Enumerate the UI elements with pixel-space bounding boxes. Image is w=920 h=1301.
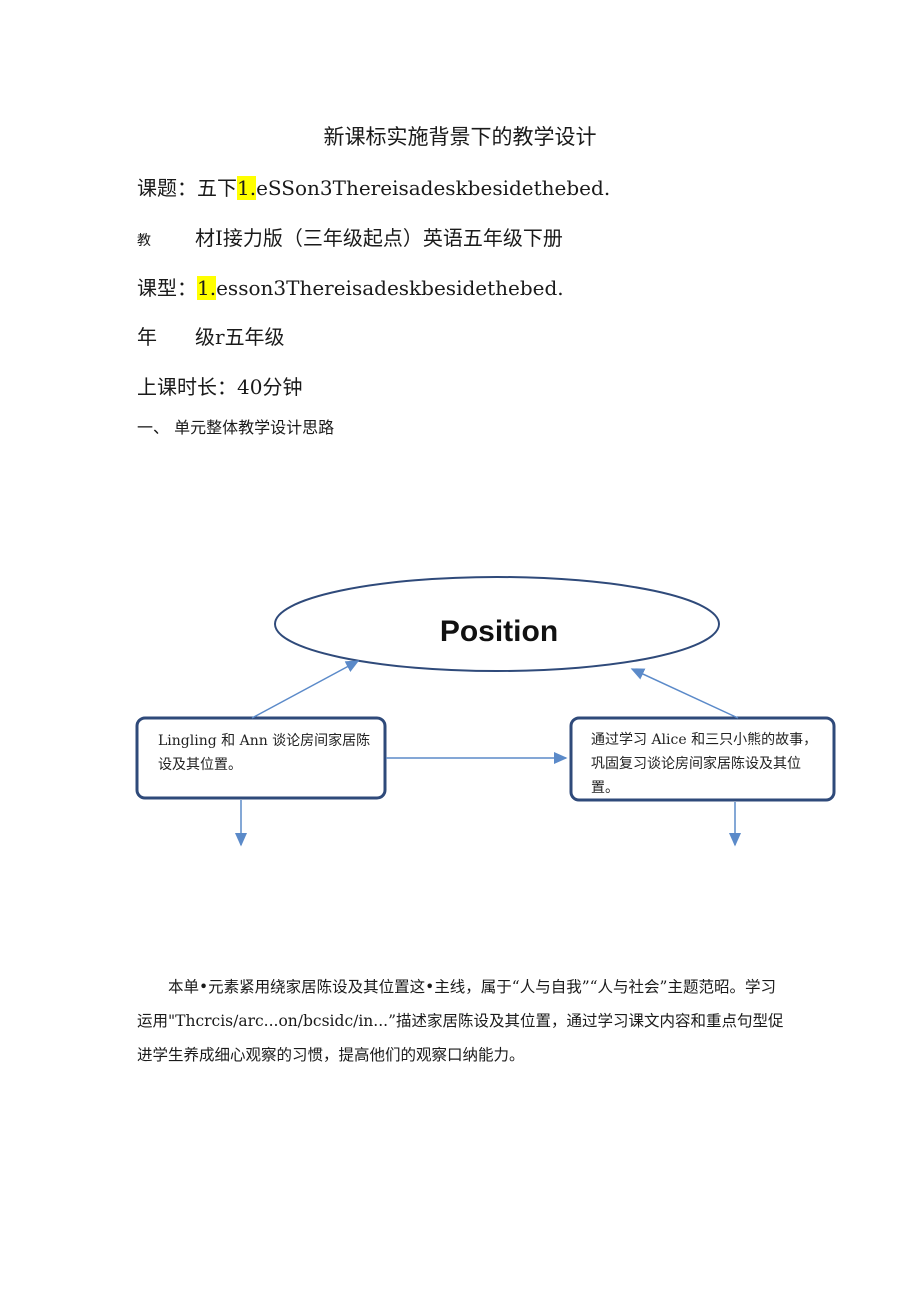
topic-highlight: 1. xyxy=(237,176,257,200)
right-box xyxy=(569,716,836,802)
material-label-b: 材I xyxy=(195,226,223,250)
duration-value: 40分钟 xyxy=(237,375,303,399)
lesson-type-label: 课型： xyxy=(137,276,197,300)
grade-label-b: 级r xyxy=(195,325,225,349)
topic-prefix: 五下 xyxy=(197,176,237,200)
topic-label: 课题： xyxy=(137,176,197,200)
duration-label: 上课时长： xyxy=(137,375,237,399)
body-paragraph: 本单•元素紧用绕家居陈设及其位置这•主线，属于“人与自我”“人与社会”主题范昭。… xyxy=(137,978,784,1064)
material-label-a: 教 xyxy=(137,233,151,249)
topic-text: eSSon3Thereisadeskbesidethebed. xyxy=(256,176,611,200)
arrow-left-to-ellipse xyxy=(251,660,360,719)
grade-label-a: 年 xyxy=(137,325,157,349)
material-value: 接力版（三年级起点）英语五年级下册 xyxy=(222,226,563,250)
document-title: 新课标实施背景下的教学设计 xyxy=(323,125,597,149)
lesson-type-line: 课型：1.esson3Thereisadeskbesidethebed. xyxy=(137,272,564,301)
right-box-text: 通过学习 Alice 和三只小熊的故事，巩固复习谈论房间家居陈设及其位置。 xyxy=(591,732,818,796)
grade-value: 五年级 xyxy=(224,325,285,349)
topic-line: 课题：五下1.eSSon3Thereisadeskbesidethebed. xyxy=(137,172,610,201)
duration-line: 上课时长：40分钟 xyxy=(137,371,302,400)
lesson-type-text: esson3Thereisadeskbesidethebed. xyxy=(216,276,564,300)
section-heading: 一、 单元整体教学设计思路 xyxy=(137,418,335,437)
arrow-right-to-ellipse xyxy=(630,668,739,719)
position-ellipse xyxy=(274,576,720,672)
lesson-type-highlight: 1. xyxy=(197,276,217,300)
position-label: Position xyxy=(440,615,558,648)
left-box-text: Lingling 和 Ann 谈论房间家居陈设及其位置。 xyxy=(158,733,371,773)
grade-line: 年 级r五年级 xyxy=(137,321,285,350)
left-box xyxy=(135,716,387,800)
material-line: 教 材I接力版（三年级起点）英语五年级下册 xyxy=(137,222,563,251)
